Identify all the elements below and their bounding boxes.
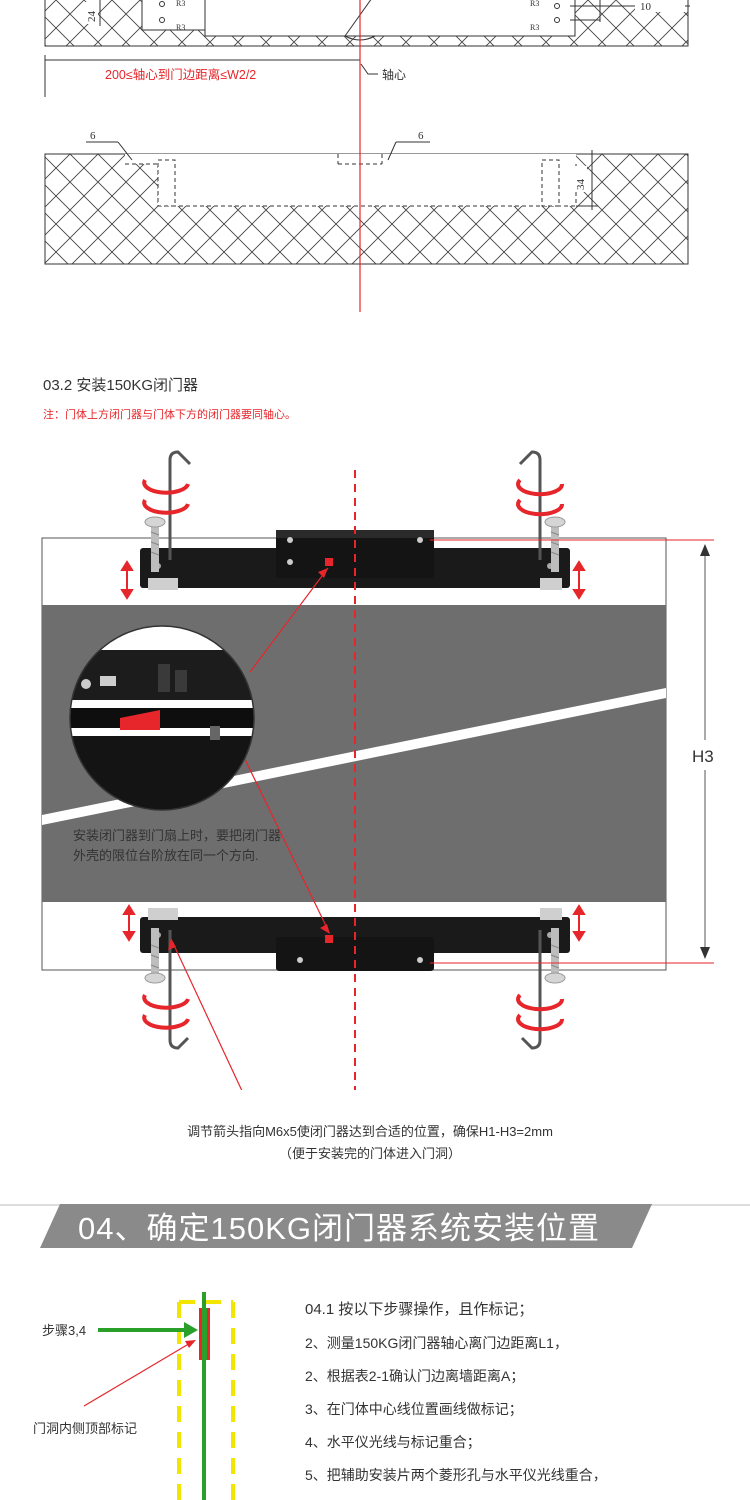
rotate-arrow-top-left [142,478,190,515]
dim-24-label: 24 [86,11,98,23]
r3-label-2: R3 [176,23,185,32]
top-plan-diagram: R3 R3 R3 R3 24 10 200≤轴心到门边距离≤W2/2 轴心 6 … [44,0,690,312]
hex-key-top-right [518,450,542,560]
step-item: 4、水平仪光线与标记重合； [305,1434,481,1450]
step-item: 3、在门体中心线位置画线做标记； [305,1401,523,1417]
steps-heading: 04.1 按以下步骤操作，且作标记； [305,1301,534,1318]
hex-key-top-left [168,450,192,560]
screw-bottom-right [544,928,566,984]
r3-label-3: R3 [530,0,539,8]
screw-top-right [544,516,566,572]
dim-6-left-label: 6 [90,130,96,142]
range-label: 200≤轴心到门边距离≤W2/2 [105,67,256,82]
step-item: 5、把辅助安装片两个菱形孔与水平仪光线重合， [305,1467,607,1483]
rotate-arrow-top-right [516,478,565,517]
screw-top-left [144,516,166,572]
step-item: 2、根据表2-1确认门边离墙距离A； [305,1368,525,1384]
caption-line-2: （便于安装完的门体进入门洞） [278,1146,461,1161]
door-opening-mark-label: 门洞内侧顶部标记 [33,1421,138,1436]
dim-10-label: 10 [640,1,652,13]
section-03-2-title: 03.2 安装150KG闭门器 [43,377,199,394]
hex-key-bottom-right [520,930,542,1050]
closer-install-illustration: H3 [41,450,724,1090]
screw-bottom-left [144,928,166,984]
r3-label-4: R3 [530,23,539,32]
axis-label: 轴心 [382,67,406,82]
callout-text: 安装闭门器到门扇上时，要把闭门器外壳的限位台阶放在同一个方向. [73,828,282,863]
laser-marking-diagram [83,1292,235,1500]
dim-6-right-label: 6 [418,130,424,142]
dim-34-label: 34 [575,179,587,191]
adjust-arrow-top-right [572,560,586,600]
hex-key-bottom-left [168,930,190,1050]
section-04-banner [0,1204,750,1248]
section-03-2-note: 注：门体上方闭门器与门体下方的闭门器要同轴心。 [43,409,296,421]
magnifier-detail [69,625,255,811]
adjust-arrow-bottom-right [572,904,586,942]
top-slot-center [204,0,576,37]
rotate-arrow-bottom-left [142,993,190,1030]
top-slot-left [141,0,213,31]
step-3-4-label: 步骤3,4 [42,1323,87,1338]
h3-label: H3 [692,747,714,766]
adjust-arrow-bottom-left [122,904,136,942]
mark-pointer-red [83,1341,193,1407]
rotate-arrow-bottom-right [516,993,565,1032]
adjust-arrow-top-left [120,560,134,600]
step-item: 2、测量150KG闭门器轴心离门边距离L1， [305,1335,568,1351]
section-04-title: 04、确定150KG闭门器系统安装位置 [78,1211,600,1246]
r3-label-1: R3 [176,0,185,8]
caption-line-1: 调节箭头指向M6x5使闭门器达到合适的位置，确保H1-H3=2mm [187,1124,553,1139]
